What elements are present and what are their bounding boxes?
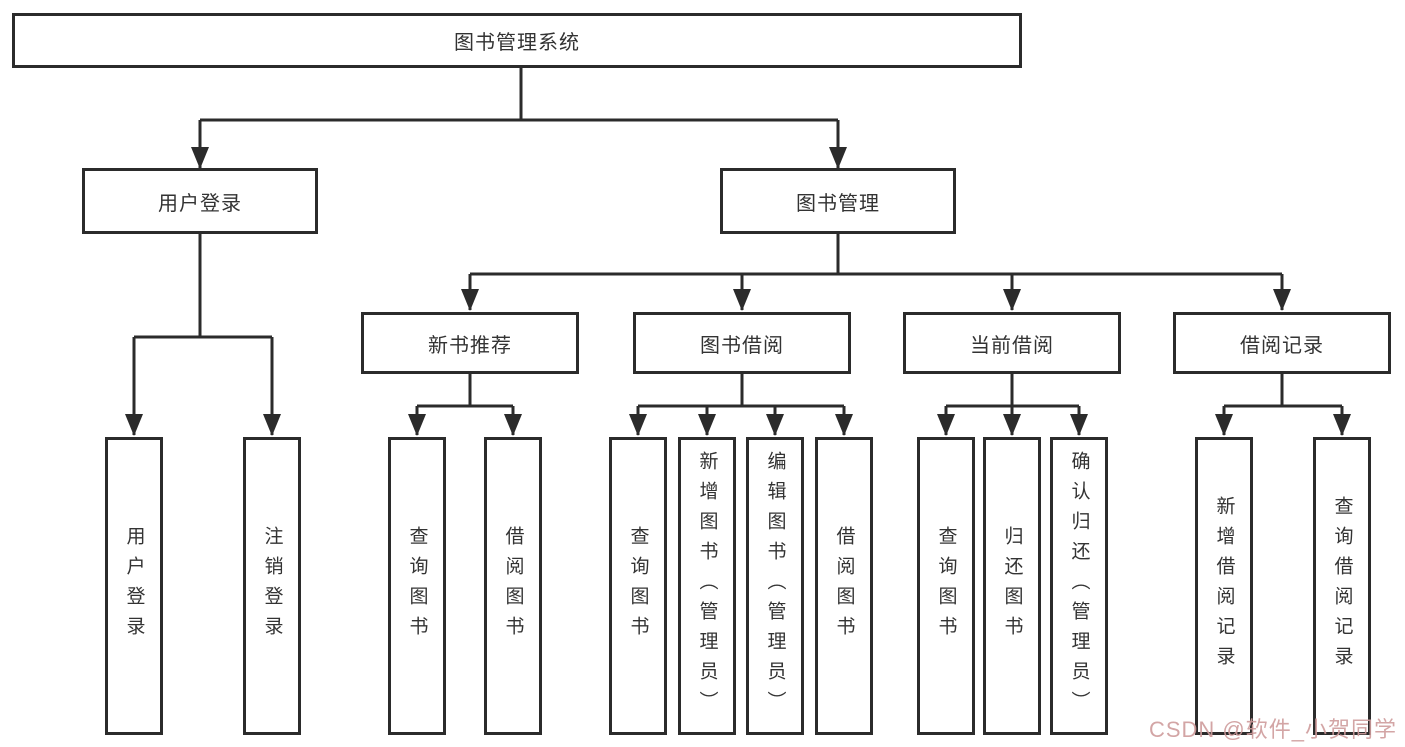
connector-user-login-branch: [134, 234, 272, 339]
leaf-cb-confirm-return-label: 确认归还（管理员）: [1068, 451, 1090, 721]
connector-book-mgmt-branch: [470, 234, 1282, 276]
leaf-logout-label: 注销登录: [261, 526, 283, 646]
leaf-bb-borrow-book-label: 借阅图书: [833, 526, 855, 646]
node-book-borrow-label: 图书借阅: [700, 334, 784, 357]
leaf-nb-borrow-book-label: 借阅图书: [502, 526, 524, 646]
node-new-book-recommend: 新书推荐: [361, 312, 579, 374]
leaf-cb-return-book-label: 归还图书: [1001, 526, 1023, 646]
leaf-br-query-record-label: 查询借阅记录: [1331, 496, 1353, 676]
leaf-cb-return-book: 归还图书: [983, 437, 1041, 735]
leaf-cb-query-book: 查询图书: [917, 437, 975, 735]
connector-borrow-record-branch: [1224, 374, 1342, 408]
connector-root-branch: [200, 66, 838, 122]
node-root: 图书管理系统: [12, 13, 1022, 68]
leaf-br-add-record: 新增借阅记录: [1195, 437, 1253, 735]
connector-new-book-branch: [417, 374, 513, 408]
node-root-label: 图书管理系统: [454, 32, 580, 54]
csdn-watermark: CSDN @软件_小贺同学: [1148, 717, 1397, 742]
leaf-bb-add-book-label: 新增图书（管理员）: [696, 451, 718, 721]
leaf-bb-borrow-book: 借阅图书: [815, 437, 873, 735]
leaf-br-add-record-label: 新增借阅记录: [1213, 496, 1235, 676]
leaf-bb-edit-book: 编辑图书（管理员）: [746, 437, 804, 735]
leaf-logout: 注销登录: [243, 437, 301, 735]
node-book-mgmt-label: 图书管理: [796, 192, 880, 215]
connector-current-borrow-branch: [946, 374, 1079, 408]
leaf-bb-edit-book-label: 编辑图书（管理员）: [764, 451, 786, 721]
leaf-nb-query-book: 查询图书: [388, 437, 446, 735]
leaf-bb-query-book-label: 查询图书: [627, 526, 649, 646]
node-borrow-record-label: 借阅记录: [1240, 334, 1324, 357]
node-borrow-record: 借阅记录: [1173, 312, 1391, 374]
node-user-login-label: 用户登录: [158, 192, 242, 215]
node-book-borrow: 图书借阅: [633, 312, 851, 374]
leaf-bb-query-book: 查询图书: [609, 437, 667, 735]
node-new-book-recommend-label: 新书推荐: [428, 334, 512, 357]
leaf-cb-query-book-label: 查询图书: [935, 526, 957, 646]
node-user-login: 用户登录: [82, 168, 318, 234]
leaf-user-login-label: 用户登录: [123, 526, 145, 646]
connector-book-borrow-branch: [638, 374, 844, 408]
leaf-cb-confirm-return: 确认归还（管理员）: [1050, 437, 1108, 735]
leaf-nb-borrow-book: 借阅图书: [484, 437, 542, 735]
leaf-nb-query-book-label: 查询图书: [406, 526, 428, 646]
node-book-mgmt: 图书管理: [720, 168, 956, 234]
node-current-borrow-label: 当前借阅: [970, 334, 1054, 357]
node-current-borrow: 当前借阅: [903, 312, 1121, 374]
leaf-user-login: 用户登录: [105, 437, 163, 735]
leaf-br-query-record: 查询借阅记录: [1313, 437, 1371, 735]
leaf-bb-add-book: 新增图书（管理员）: [678, 437, 736, 735]
